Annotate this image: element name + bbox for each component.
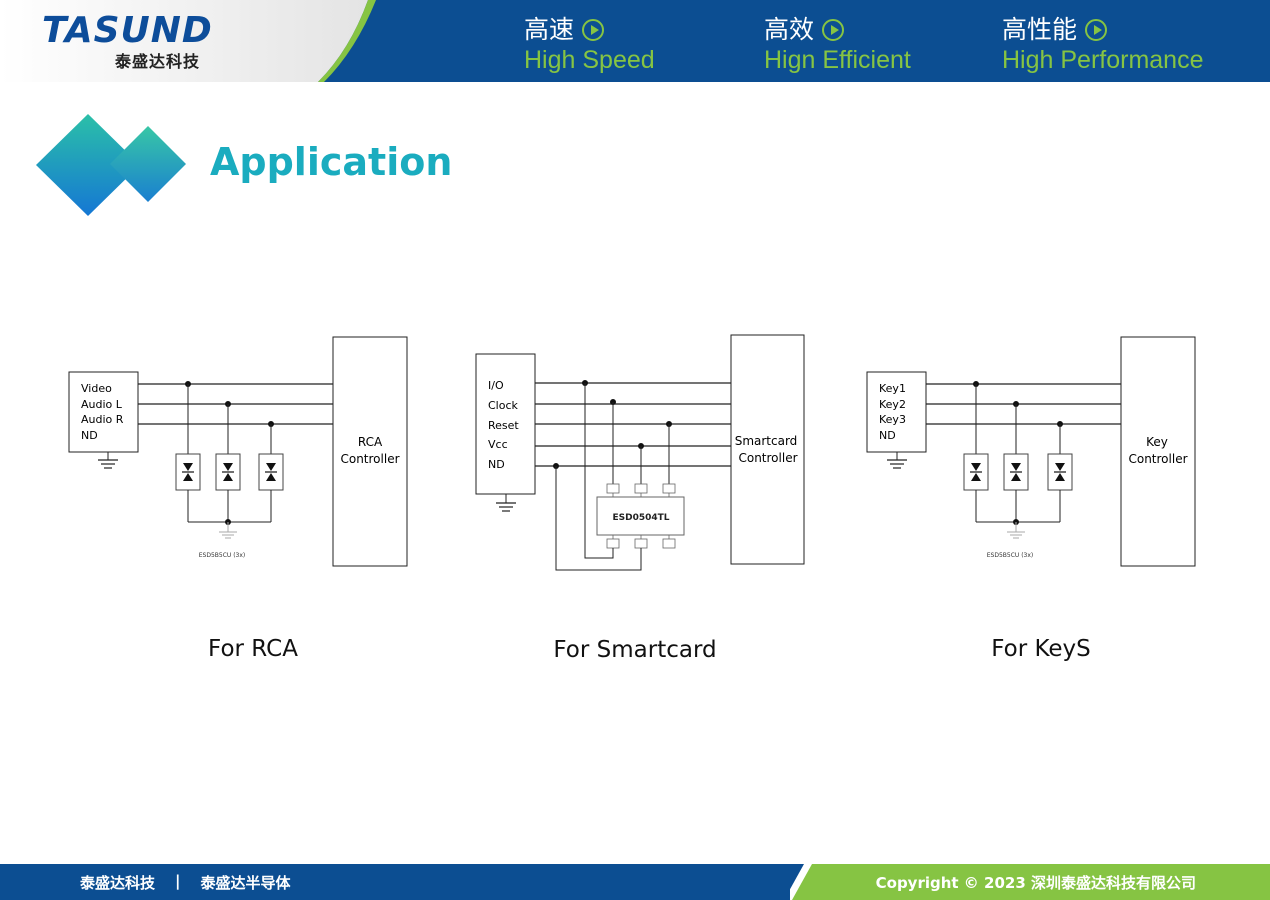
ground-icon	[218, 531, 238, 539]
company-logo-subtitle: 泰盛达科技	[115, 52, 201, 71]
smartcard-part-label: ESD0504TL	[612, 513, 669, 523]
tvs-diode-icon	[963, 453, 989, 491]
header-logo-panel	[0, 0, 376, 82]
slogan-efficient: 高效 Hign Efficient	[764, 14, 911, 74]
keys-diagram: Key1 Key2 Key3 ND ESD5B5CU (3x) Key Cont…	[866, 336, 1196, 567]
keys-connector-box	[866, 371, 927, 453]
keys-pin-label: Key2	[879, 398, 906, 411]
keys-controller-label: Key	[1146, 435, 1168, 449]
tvs-diode-icon	[1003, 453, 1029, 491]
slogan-en: Hign Efficient	[764, 46, 911, 74]
footer-copyright: Copyright © 2023 深圳泰盛达科技有限公司	[875, 874, 1196, 892]
rca-part-label: ESD5B5CU (3x)	[199, 552, 246, 559]
rca-pin-label: ND	[81, 429, 98, 442]
rca-controller-label: Controller	[340, 452, 399, 466]
play-circle-icon	[582, 19, 605, 41]
smartcard-pin-label: ND	[488, 458, 505, 471]
keys-controller-label: Controller	[1128, 452, 1187, 466]
footer-company-2: 泰盛达半导体	[200, 874, 291, 892]
ground-icon	[1006, 531, 1026, 539]
slogan-en: High Performance	[1002, 46, 1204, 74]
keys-pin-label: Key1	[879, 382, 906, 395]
page-title: Application	[210, 140, 453, 184]
rca-caption: For RCA	[208, 636, 298, 662]
footer-green-panel	[790, 864, 1270, 900]
keys-pin-label: Key3	[879, 413, 906, 426]
header-banner: TASUND 泰盛达科技 高速 High Speed 高效 Hign Effic…	[0, 0, 1270, 82]
rca-controller-label: RCA	[358, 435, 383, 449]
ground-icon	[495, 502, 517, 512]
footer-company-1: 泰盛达科技	[80, 874, 156, 892]
slogan-performance: 高性能 High Performance	[1002, 14, 1203, 74]
application-diagrams: Video Audio L Audio R ND ESD5B5CU (3x) R…	[68, 334, 1196, 571]
rca-pin-label: Audio L	[81, 398, 123, 411]
keys-controller-box	[1120, 336, 1196, 567]
smartcard-pin-label: Reset	[488, 419, 519, 432]
keys-caption: For KeyS	[991, 636, 1091, 662]
tvs-diode-icon	[175, 453, 201, 491]
tvs-diode-icon	[258, 453, 284, 491]
tvs-diode-icon	[1047, 453, 1073, 491]
smartcard-pin-label: I/O	[488, 379, 504, 392]
slogan-en: High Speed	[524, 46, 655, 74]
slogan-cn: 高效	[764, 15, 815, 44]
rca-diagram: Video Audio L Audio R ND ESD5B5CU (3x) R…	[68, 336, 408, 567]
slogan-cn: 高性能	[1002, 15, 1078, 44]
smartcard-pin-label: Clock	[488, 399, 519, 412]
tvs-diode-icon	[215, 453, 241, 491]
slogan-speed: 高速 High Speed	[524, 14, 655, 74]
smartcard-controller-box	[730, 334, 805, 565]
title-diamonds-icon	[36, 114, 186, 216]
keys-pin-label: ND	[879, 429, 896, 442]
smartcard-pin-label: Vcc	[488, 438, 508, 451]
ground-icon	[886, 459, 908, 469]
ground-icon	[97, 459, 119, 469]
play-circle-icon	[822, 19, 845, 41]
footer-bar: 泰盛达科技 | 泰盛达半导体 Copyright © 2023 深圳泰盛达科技有…	[0, 864, 1270, 900]
rca-connector-box	[68, 371, 139, 453]
smartcard-caption: For Smartcard	[553, 637, 717, 663]
footer-company-names: 泰盛达科技 | 泰盛达半导体	[80, 872, 291, 893]
esd0504tl-chip	[596, 496, 685, 536]
rca-controller-box	[332, 336, 408, 567]
footer-separator: |	[175, 872, 181, 890]
slogan-cn: 高速	[524, 15, 575, 44]
company-logo: TASUND	[42, 10, 213, 51]
rca-pin-label: Audio R	[81, 413, 124, 426]
rca-pin-label: Video	[81, 382, 112, 395]
smartcard-controller-label: Smartcard	[735, 434, 798, 448]
smartcard-controller-label: Controller	[738, 451, 797, 465]
play-circle-icon	[1085, 19, 1108, 41]
smartcard-diagram: I/O Clock Reset Vcc ND ESD0504TL	[475, 334, 805, 571]
keys-part-label: ESD5B5CU (3x)	[987, 552, 1034, 559]
smartcard-connector-box	[475, 353, 536, 495]
